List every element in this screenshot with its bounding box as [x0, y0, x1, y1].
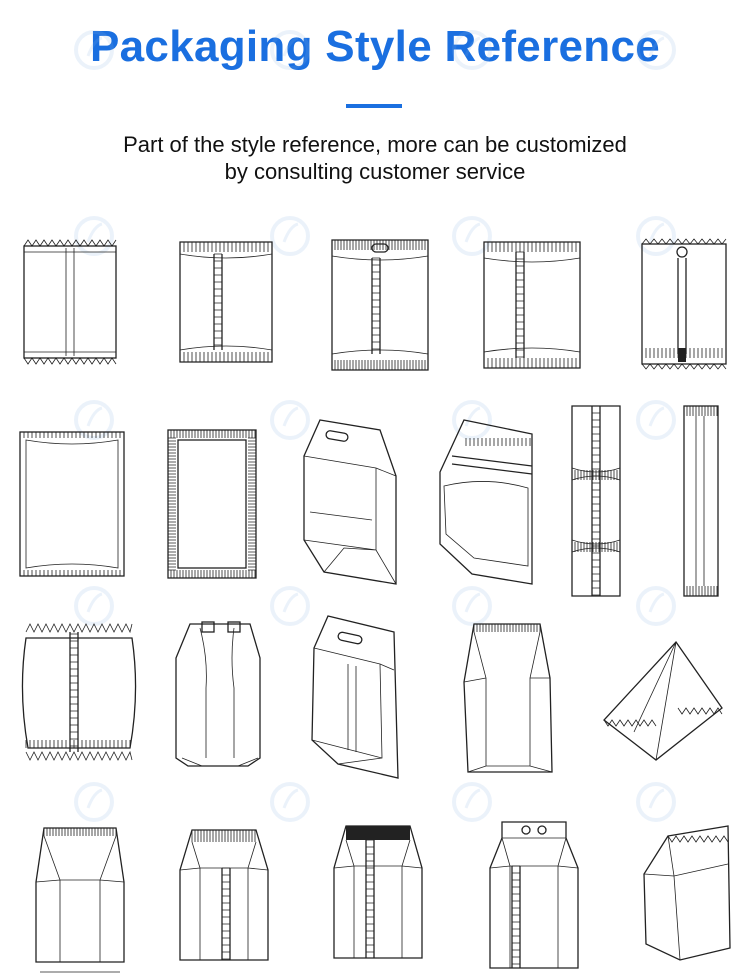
- flat-pouch-icon: [16, 428, 128, 580]
- watermark-logo-icon: [70, 780, 118, 833]
- four-side-seal-pouch-icon: [164, 426, 260, 582]
- back-seal-pouch-with-hang-hole-icon: [328, 236, 432, 374]
- three-side-seal-pouch-icon: [20, 236, 120, 368]
- watermark-logo-icon: [448, 780, 496, 833]
- pyramid-tea-bag-icon: [600, 636, 726, 768]
- slim-stick-pack-icon: [678, 402, 724, 598]
- flat-bottom-bag-black-top-icon: [330, 822, 426, 974]
- watermark-logo-icon: [266, 780, 314, 833]
- page-subtitle: Part of the style reference, more can be…: [0, 131, 750, 185]
- stand-up-zipper-pouch-icon: [436, 416, 536, 588]
- title-divider: [346, 104, 402, 108]
- watermark-logo-icon: [266, 584, 314, 637]
- side-gusset-bag-icon: [460, 618, 556, 780]
- subtitle-line-2: by consulting customer service: [224, 159, 526, 184]
- watermark-logo-icon: [448, 584, 496, 637]
- flat-bottom-bag-with-valve-icon: [486, 818, 582, 974]
- back-seal-pouch-with-euro-hole-icon: [638, 236, 730, 376]
- block-bottom-bag-icon: [30, 822, 130, 974]
- watermark-logo-icon: [448, 214, 496, 267]
- watermark-logo-icon: [632, 28, 680, 81]
- watermark-logo-icon: [266, 214, 314, 267]
- watermark-logo-icon: [632, 584, 680, 637]
- watermark-logo-icon: [266, 398, 314, 451]
- flat-bottom-bag-icon: [176, 824, 272, 974]
- watermark-logo-icon: [70, 398, 118, 451]
- watermark-logo-icon: [266, 28, 314, 81]
- flat-bottom-bag-with-handle-hole-icon: [308, 612, 402, 782]
- watermark-logo-icon: [70, 214, 118, 267]
- gusset-bag-serrated-top-icon: [640, 814, 734, 964]
- back-seal-sachet-icon: [480, 236, 584, 374]
- watermark-logo-icon: [632, 398, 680, 451]
- flat-bottom-pouch-with-hang-hole-icon: [300, 416, 400, 588]
- quad-seal-bag-icon: [172, 618, 266, 770]
- stick-pack-strip-icon: [566, 402, 626, 598]
- back-seal-pillow-pouch-icon: [176, 236, 276, 368]
- watermark-logo-icon: [632, 214, 680, 267]
- page-title: Packaging Style Reference: [90, 22, 660, 71]
- gusset-pillow-bag-icon: [18, 618, 140, 761]
- subtitle-line-1: Part of the style reference, more can be…: [123, 132, 627, 157]
- watermark-logo-icon: [632, 780, 680, 833]
- watermark-logo-icon: [448, 28, 496, 81]
- watermark-logo-icon: [70, 28, 118, 81]
- watermark-logo-icon: [448, 398, 496, 451]
